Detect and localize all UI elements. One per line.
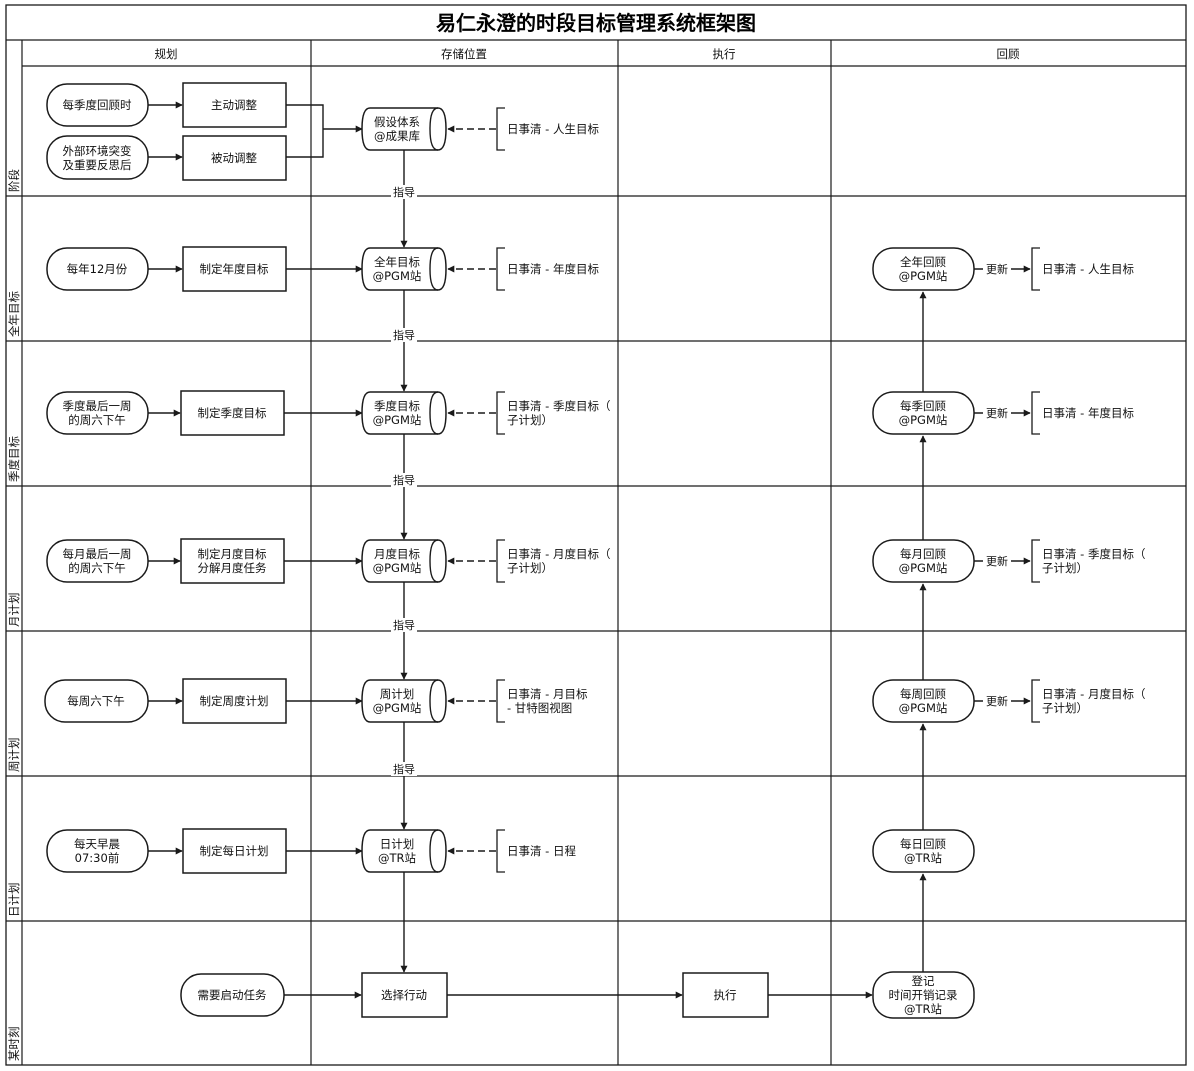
execute-node [682,972,769,1018]
update-label-1: 更新 [986,262,1008,276]
active-adjust-text: 主动调整 [211,98,257,112]
daily-life-goal-text: 日事清 - 人生目标 [507,122,599,136]
daily-schedule-text: 日事清 - 日程 [507,844,576,858]
guide-label-5: 指导 [393,762,415,776]
month-review-out-text: 日事清 - 季度目标（子计划） [1042,547,1145,575]
column-header-plan: 规划 [155,47,178,61]
life-goal-bracket [496,107,505,151]
week-review-out-bracket [1031,679,1040,723]
update-label-bg-1 [983,262,1011,276]
daily-month-goal-text: 日事清 - 月度目标（子计划） [507,547,610,575]
make-quarter-goal-node [180,390,285,436]
month-store-text: 月度目标@PGM站 [373,547,422,575]
week-store-node [361,679,447,723]
daily-week-goal-text: 日事清 - 月目标- 甘特图视图 [507,687,587,715]
lane-label-year: 全年目标 [7,291,21,337]
guide-label-bg-3 [391,473,417,487]
year-review-text: 全年回顾@PGM站 [899,255,948,283]
choose-action-node [361,972,448,1018]
year-store-text: 全年目标@PGM站 [373,255,422,283]
quarter-store-text: 季度目标@PGM站 [373,399,422,427]
hypothesis-store-node [361,107,447,151]
week-review-out-text: 日事清 - 月度目标（子计划） [1042,687,1145,715]
make-month-goal-node [180,538,285,584]
day-review-text: 每日回顾@TR站 [900,837,946,865]
make-year-goal-node [182,246,287,292]
lane-label-day: 日计划 [7,883,21,918]
make-week-plan-text: 制定周度计划 [200,694,269,708]
month-time-text: 每月最后一周的周六下午 [63,547,132,575]
quarter-review-time-text: 每季度回顾时 [63,98,132,112]
choose-action-text: 选择行动 [381,988,427,1002]
guide-label-2: 指导 [393,328,415,342]
guide-label-bg-1 [391,185,417,199]
week-store-text: 周计划@PGM站 [373,687,422,715]
lane-label-moment: 某时刻 [7,1027,21,1062]
execute-text: 执行 [714,988,737,1002]
column-header-execute: 执行 [713,47,736,61]
log-time-text: 登记时间开销记录@TR站 [889,974,958,1016]
env-change-text: 外部环境突变及重要反思后 [63,144,132,172]
update-label-4: 更新 [986,694,1008,708]
december-text: 每年12月份 [67,262,128,276]
diagram-title: 易仁永澄的时段目标管理系统框架图 [436,11,756,35]
daily-year-goal-text: 日事清 - 年度目标 [507,262,599,276]
quarter-review-out-text: 日事清 - 年度目标 [1042,406,1134,420]
outer-frame [5,4,1187,1066]
week-review-text: 每周回顾@PGM站 [899,687,948,715]
guide-label-4: 指导 [393,618,415,632]
day-store-text: 日计划@TR站 [378,837,417,865]
column-header-review: 回顾 [997,47,1020,61]
year-store-node [361,247,447,291]
update-label-bg-2 [983,406,1011,420]
make-quarter-goal-text: 制定季度目标 [198,406,267,420]
make-day-plan-node [182,828,287,874]
year-review-out-text: 日事清 - 人生目标 [1042,262,1134,276]
daily-quarter-goal-text: 日事清 - 季度目标（子计划） [507,399,610,427]
month-goal-bracket [496,539,505,583]
passive-adjust-node [182,135,287,181]
guide-label-3: 指导 [393,473,415,487]
year-review-out-bracket [1031,247,1040,291]
lane-label-month: 月计划 [7,593,21,628]
make-year-goal-text: 制定年度目标 [200,262,269,276]
guide-label-bg-2 [391,328,417,342]
lane-label-stage: 阶段 [7,169,21,192]
month-store-node [361,539,447,583]
quarter-goal-bracket [496,391,505,435]
start-task-text: 需要启动任务 [198,988,267,1002]
quarter-review-text: 每季回顾@PGM站 [899,399,948,427]
guide-label-bg-5 [391,762,417,776]
column-header-storage: 存储位置 [441,47,487,61]
make-month-goal-text: 制定月度目标分解月度任务 [198,547,267,575]
lane-label-week: 周计划 [7,738,21,773]
lane-label-quarter: 季度目标 [7,436,21,482]
guide-label-bg-4 [391,618,417,632]
week-time-text: 每周六下午 [67,694,125,708]
update-label-bg-4 [983,694,1011,708]
update-label-bg-3 [983,554,1011,568]
hypothesis-store-text: 假设体系@成果库 [374,115,420,143]
update-label-3: 更新 [986,554,1008,568]
make-day-plan-text: 制定每日计划 [200,844,269,858]
make-week-plan-node [182,678,287,724]
year-goal-bracket [496,247,505,291]
month-review-text: 每月回顾@PGM站 [899,547,948,575]
passive-adjust-text: 被动调整 [211,151,257,165]
quarter-time-text: 季度最后一周的周六下午 [63,399,132,427]
schedule-bracket [496,829,505,873]
adjust-merge-line [286,104,324,158]
week-goal-bracket [496,679,505,723]
update-label-2: 更新 [986,406,1008,420]
month-review-out-bracket [1031,539,1040,583]
quarter-review-out-bracket [1031,391,1040,435]
day-store-node [361,829,447,873]
quarter-store-node [361,391,447,435]
guide-label-1: 指导 [393,185,415,199]
